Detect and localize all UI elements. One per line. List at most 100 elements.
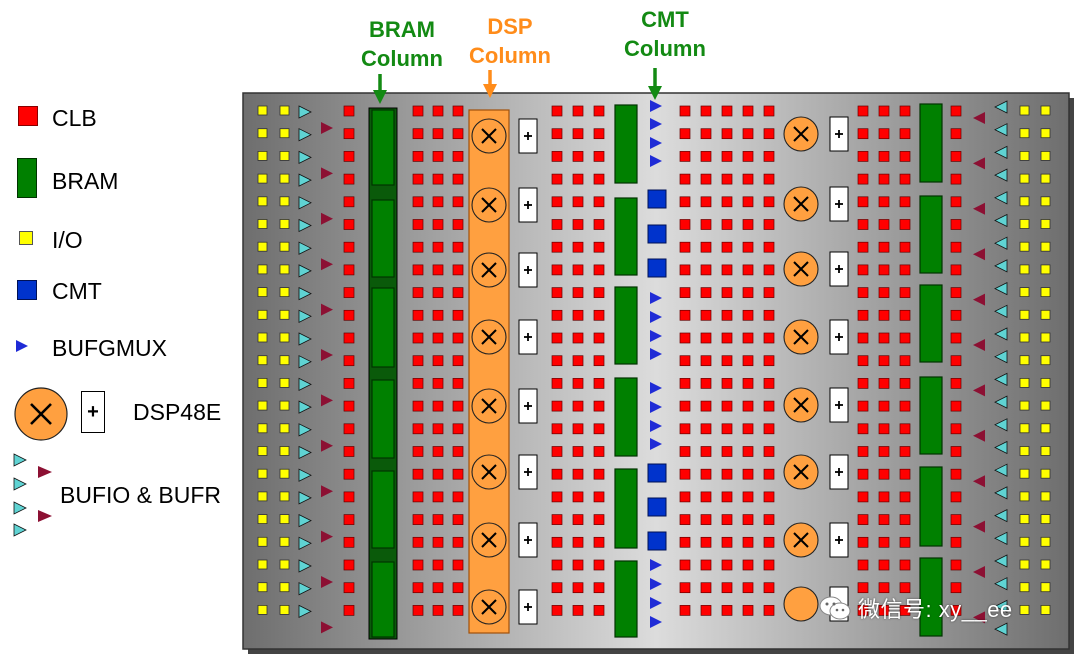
clb-block [412,491,424,503]
clb-block [551,128,563,140]
clb-block [432,514,444,525]
clb-block [763,219,775,230]
bufio-icon [298,105,312,119]
io-blocks [257,105,1051,615]
bufio-icon [994,599,1008,614]
clb-block [452,378,464,389]
clb-block [412,128,424,140]
clb-block [572,105,584,117]
clb-block [878,582,890,594]
clb-block [432,309,444,321]
bram-block [919,195,943,274]
clb-block [343,514,355,525]
dsp-multiplier-mark [481,532,497,548]
clb-block [551,196,563,208]
bufio-icon [298,150,312,165]
clb-block [412,559,424,571]
bufgmux-icon [650,155,662,167]
bufgmux-icon [650,578,662,590]
clb-block [950,309,962,321]
clb-block [721,559,733,571]
clb-block [432,446,444,457]
bram-block [919,376,943,455]
clb-block [432,378,444,389]
clb-block [878,514,890,525]
clb-block [412,287,424,298]
clb-block [679,287,691,298]
clb-block [572,400,584,412]
clb-block [572,559,584,571]
clb-block [432,287,444,298]
io-block [257,128,268,139]
clb-block [412,151,424,162]
clb-block [679,423,691,435]
dsp-adder [829,251,849,287]
legend-dsp-adder-icon: + [81,391,105,433]
dsp-column-label-line2: Column [469,43,551,68]
cmt-column-label: CMT Column [610,5,720,63]
cmt-block [647,531,667,551]
clb-block [551,332,563,344]
clb-block [878,446,890,457]
bufio-icon [298,355,312,369]
dsp-multiplier-mark [481,262,497,278]
clb-block [742,241,754,253]
bram-block [919,103,943,183]
clb-block [551,468,563,480]
clb-block [950,151,962,162]
clb-block [899,514,911,525]
dsp-adder [829,522,849,558]
bufio-icon [994,554,1008,568]
dsp-multiplier-mark [481,599,497,615]
clb-block [763,196,775,208]
clb-block [950,559,962,571]
clb-block [857,446,869,457]
clb-block [857,241,869,253]
dsp-adder [829,186,849,222]
bram-block [614,560,638,638]
io-block [257,491,268,502]
bufr-icon [321,349,333,361]
clb-block [343,151,355,162]
clb-block [572,446,584,457]
dsp-multiplier-mark [793,464,809,480]
legend-bram-swatch [17,158,37,198]
clb-block [742,423,754,435]
clb-block [899,491,911,503]
dsp-multiplier-mark [481,197,497,213]
clb-block [950,128,962,140]
dsp-multiplier-mark [481,329,497,345]
io-block [279,423,290,434]
io-block [257,150,268,161]
clb-block [950,219,962,230]
clb-block [452,309,464,321]
io-block [1019,128,1030,139]
io-block [279,355,290,366]
bram-block [614,286,638,365]
clb-block [763,151,775,162]
clb-block [452,241,464,253]
io-block [257,400,268,411]
clb-block [551,559,563,571]
clb-block [679,491,691,503]
dsp-multiplier [471,454,507,490]
dsp-multiplier [783,251,819,287]
clb-block [742,309,754,321]
clb-block [700,491,712,503]
clb-block [593,264,605,276]
bufgmux-icon [650,330,662,342]
bufio-icon [994,123,1008,137]
clb-block [721,400,733,412]
clb-block [742,559,754,571]
bufr-icon [973,202,985,215]
clb-block [950,378,962,389]
io-block [279,287,290,298]
clb-block [432,355,444,367]
clb-block [721,264,733,276]
bufr-icon [973,566,985,578]
clb-block [343,559,355,571]
clb-block [593,105,605,117]
io-block [279,264,290,275]
clb-block [432,264,444,276]
bufio-icon [994,259,1008,273]
